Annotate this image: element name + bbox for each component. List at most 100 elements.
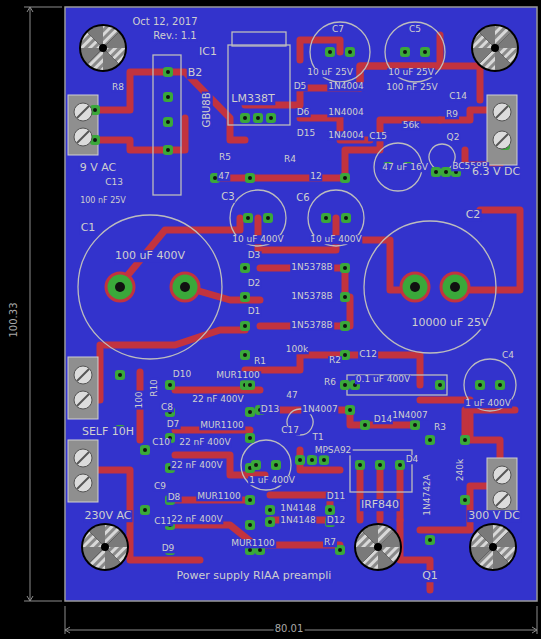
pcb-shape <box>68 440 98 502</box>
silkscreen-label: 100 nF 25V <box>385 83 438 92</box>
screw <box>493 466 511 484</box>
hole-sector <box>493 547 509 569</box>
drill <box>398 463 402 467</box>
silkscreen-label: D8 <box>167 493 182 502</box>
drill <box>378 463 382 467</box>
hole-sector <box>378 547 394 569</box>
silkscreen-label: D14 <box>373 415 393 424</box>
drill <box>343 295 347 299</box>
drill <box>348 408 352 412</box>
silkscreen-label: R9 <box>445 110 459 119</box>
drill <box>248 176 252 180</box>
silkscreen-label: 6.3 V DC <box>471 166 521 178</box>
silkscreen-label: Q1 <box>421 570 439 582</box>
hole-sector <box>87 26 103 48</box>
silkscreen-label: 10 uF 400V <box>231 235 284 244</box>
silkscreen-label: C3 <box>220 192 235 203</box>
big-pad <box>401 273 429 301</box>
drill <box>248 436 252 440</box>
silkscreen-label: C17 <box>280 426 300 435</box>
silkscreen-label: C6 <box>295 193 310 204</box>
pad <box>307 455 317 465</box>
drill <box>324 216 328 220</box>
drill <box>180 282 190 292</box>
silkscreen-label: D5 <box>293 82 308 91</box>
pcb-shape <box>364 221 496 353</box>
pcb-shape <box>350 450 412 492</box>
screw <box>74 474 92 492</box>
silkscreen-label: C13 <box>104 178 124 187</box>
silkscreen-label: Q2 <box>446 133 461 142</box>
silkscreen-label: D13 <box>260 405 280 414</box>
silkscreen-label: MUR1100 <box>215 371 261 380</box>
hole-sector <box>378 531 400 547</box>
drill <box>166 148 170 152</box>
drill <box>363 423 367 427</box>
drill <box>343 324 347 328</box>
pad <box>460 435 470 445</box>
silkscreen-label: D12 <box>326 516 346 525</box>
pcb-shape <box>300 40 340 60</box>
silkscreen-label: LM338T <box>230 93 275 105</box>
pad <box>410 420 420 430</box>
silkscreen-label: 56k <box>402 121 421 130</box>
drill <box>343 353 347 357</box>
pad <box>240 321 250 331</box>
pads-and-holes <box>74 24 519 571</box>
silkscreen-label: 1N4742A <box>423 473 432 517</box>
hole-sector <box>471 547 493 563</box>
silkscreen-label: 22 nF 400V <box>170 461 223 470</box>
mount-hole <box>81 523 129 571</box>
pad <box>340 263 350 273</box>
silkscreen-label: MUR1100 <box>196 492 242 501</box>
hole-sector <box>493 531 515 547</box>
silkscreen-label: 47 uF 16V <box>381 163 429 172</box>
silkscreen-label: 12 <box>309 172 322 181</box>
silkscreen-label: 47 <box>285 391 298 400</box>
silkscreen-label: 1N5378B <box>290 263 334 272</box>
part-outlines <box>78 22 516 492</box>
screw <box>74 449 92 467</box>
drill <box>343 176 347 180</box>
silkscreen-label: R2 <box>328 356 342 365</box>
drill <box>93 108 97 112</box>
silkscreen-label: 10 uF 25V <box>306 68 354 77</box>
pad <box>460 495 470 505</box>
pcb-shape <box>24 7 62 601</box>
silkscreen-label: 1N4148 <box>279 516 316 525</box>
big-pad <box>441 273 469 301</box>
silkscreen-label: 1N5378B <box>290 292 334 301</box>
silkscreen-label: D10 <box>172 370 192 379</box>
pad <box>245 173 255 183</box>
drill <box>428 538 432 542</box>
silkscreen-label: C8 <box>160 403 174 412</box>
drill <box>343 383 347 387</box>
hole-sector <box>479 26 495 48</box>
silkscreen-label: 22 nF 400V <box>191 395 244 404</box>
silkscreen-label: MUR1100 <box>230 539 276 548</box>
drill <box>423 50 427 54</box>
drill <box>410 282 420 292</box>
silkscreen-label: SELF 10H <box>81 426 135 438</box>
screw <box>493 131 511 149</box>
silkscreen-label: T1 <box>311 433 324 442</box>
drill <box>268 508 272 512</box>
silkscreen-label: IC1 <box>198 46 218 58</box>
silkscreen-label: C14 <box>448 92 468 101</box>
drill <box>498 383 502 387</box>
silkscreen-label: Rev.: 1.1 <box>152 31 197 42</box>
screw-slot <box>496 494 508 506</box>
silkscreen-label: C2 <box>465 209 482 221</box>
hole-sector <box>495 32 517 48</box>
pad <box>265 505 275 515</box>
silkscreen-label: 10 uF 400V <box>309 235 362 244</box>
pcb-shape <box>68 95 98 155</box>
hole-sector <box>495 48 511 70</box>
pad <box>245 433 255 443</box>
drill <box>93 138 97 142</box>
silkscreen-label: MPSA92 <box>314 446 353 455</box>
pad <box>420 47 430 57</box>
silkscreen-label: R4 <box>283 155 297 164</box>
drill <box>413 423 417 427</box>
screw-slot <box>77 477 89 489</box>
